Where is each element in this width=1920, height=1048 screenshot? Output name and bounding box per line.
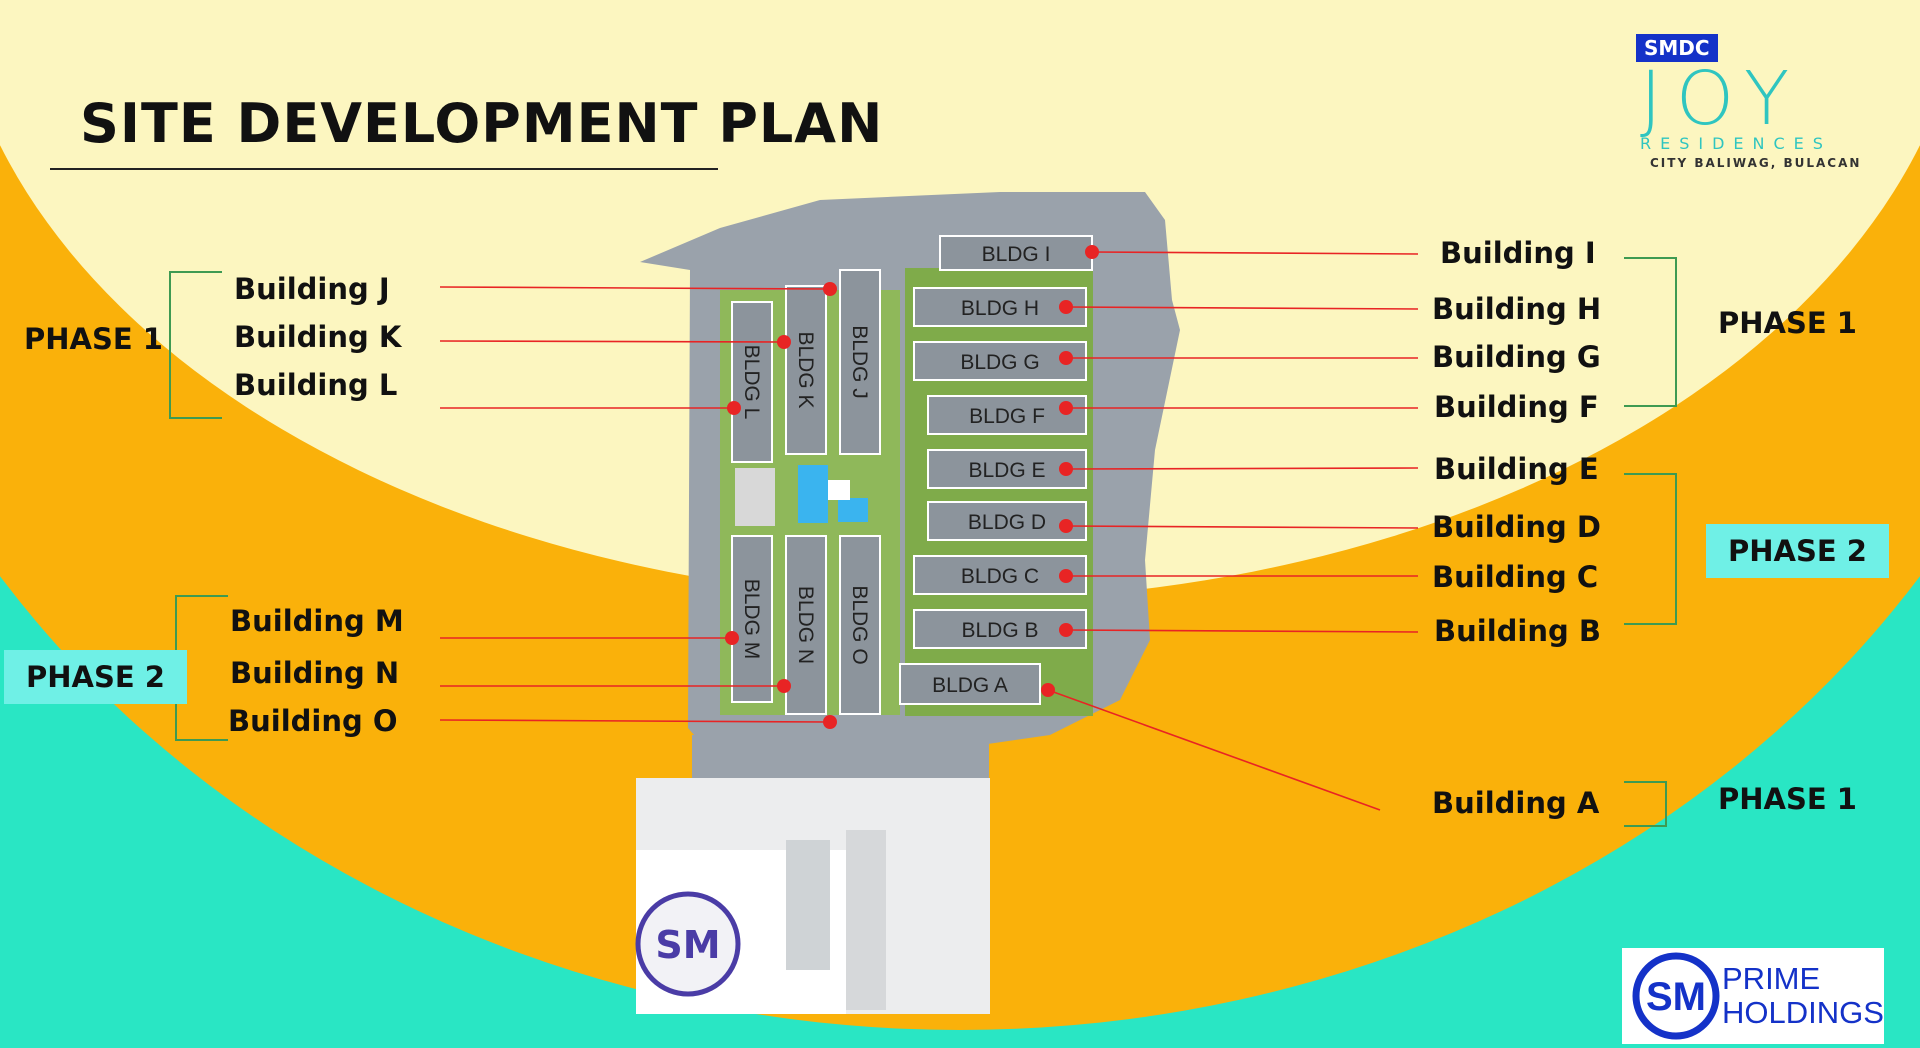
leader-dot-12 bbox=[1059, 569, 1073, 583]
label-building-e: Building E bbox=[1434, 452, 1599, 486]
leader-dot-1 bbox=[777, 335, 791, 349]
map-building-j: BLDG J bbox=[839, 269, 881, 455]
label-building-o: Building O bbox=[228, 704, 398, 738]
label-building-l: Building L bbox=[234, 368, 398, 402]
map-building-label: BLDG G bbox=[960, 351, 1039, 374]
map-building-f: BLDG F bbox=[927, 395, 1087, 435]
leader-lines bbox=[439, 245, 1419, 811]
phase-right-mid: PHASE 2 bbox=[1706, 524, 1889, 578]
leader-dot-4 bbox=[777, 679, 791, 693]
mall-logo-text: SM bbox=[655, 923, 720, 967]
title-underline bbox=[50, 168, 718, 170]
leader-dot-9 bbox=[1059, 401, 1073, 415]
map-building-label: BLDG N bbox=[794, 586, 817, 664]
map-building-label: BLDG D bbox=[968, 511, 1046, 534]
map-building-label: BLDG B bbox=[961, 619, 1038, 642]
leader-dot-3 bbox=[725, 631, 739, 645]
label-building-n: Building N bbox=[230, 656, 400, 690]
map-building-label: BLDG H bbox=[961, 297, 1039, 320]
label-building-i: Building I bbox=[1440, 236, 1596, 270]
map-building-label: BLDG A bbox=[932, 674, 1008, 697]
leader-dot-7 bbox=[1059, 300, 1073, 314]
sm-mark-text: SM bbox=[1646, 975, 1706, 1019]
label-building-f: Building F bbox=[1434, 390, 1599, 424]
label-building-c: Building C bbox=[1432, 560, 1599, 594]
map-building-b: BLDG B bbox=[913, 609, 1087, 649]
map-building-k: BLDG K bbox=[785, 285, 827, 455]
label-building-a: Building A bbox=[1432, 786, 1600, 820]
sm-prime-line1: PRIME bbox=[1722, 961, 1821, 996]
map-building-label: BLDG L bbox=[740, 345, 763, 420]
map-building-o: BLDG O bbox=[839, 535, 881, 715]
joy-logo: JOY bbox=[1640, 56, 1804, 142]
map-building-label: BLDG C bbox=[961, 565, 1039, 588]
sm-prime-logo-card: SM bbox=[1622, 948, 1884, 1044]
leader-dot-10 bbox=[1059, 462, 1073, 476]
phase-left-top: PHASE 1 bbox=[24, 322, 163, 356]
label-building-j: Building J bbox=[234, 272, 390, 306]
logo-residences: RESIDENCES bbox=[1640, 134, 1832, 153]
leader-line-6 bbox=[1091, 251, 1419, 255]
phase-left-bottom: PHASE 2 bbox=[4, 650, 187, 704]
map-building-label: BLDG F bbox=[969, 405, 1045, 428]
map-building-g: BLDG G bbox=[913, 341, 1087, 381]
map-building-label: BLDG I bbox=[982, 243, 1051, 266]
map-building-label: BLDG J bbox=[848, 325, 871, 399]
leader-line-11 bbox=[1065, 525, 1419, 529]
map-building-c: BLDG C bbox=[913, 555, 1087, 595]
leader-dot-5 bbox=[823, 715, 837, 729]
leader-line-0 bbox=[439, 286, 831, 290]
label-building-k: Building K bbox=[234, 320, 402, 354]
leader-dot-11 bbox=[1059, 519, 1073, 533]
leader-dot-14 bbox=[1041, 683, 1055, 697]
map-building-m: BLDG M bbox=[731, 535, 773, 703]
sm-prime-text: PRIME HOLDINGS bbox=[1722, 962, 1884, 1030]
page-title: SITE DEVELOPMENT PLAN bbox=[80, 92, 884, 155]
logo-location: CITY BALIWAG, BULACAN bbox=[1650, 156, 1862, 170]
map-building-label: BLDG M bbox=[740, 579, 763, 660]
leader-dot-0 bbox=[823, 282, 837, 296]
label-building-d: Building D bbox=[1432, 510, 1601, 544]
leader-line-14 bbox=[1047, 689, 1381, 811]
label-building-h: Building H bbox=[1432, 292, 1602, 326]
map-building-label: BLDG E bbox=[968, 459, 1045, 482]
leader-line-1 bbox=[439, 340, 785, 343]
bracket-right-phase2 bbox=[1624, 473, 1677, 625]
map-building-h: BLDG H bbox=[913, 287, 1087, 327]
leader-line-10 bbox=[1065, 467, 1419, 470]
map-building-i: BLDG I bbox=[939, 235, 1093, 271]
phase-right-bottom: PHASE 1 bbox=[1718, 782, 1857, 816]
bracket-right-phase1-bottom bbox=[1624, 781, 1667, 827]
sm-mark-icon: SM bbox=[1632, 952, 1720, 1040]
leader-line-7 bbox=[1065, 306, 1419, 310]
bracket-right-phase1 bbox=[1624, 257, 1677, 407]
map-building-label: BLDG O bbox=[848, 585, 871, 664]
label-building-b: Building B bbox=[1434, 614, 1601, 648]
phase-right-top: PHASE 1 bbox=[1718, 306, 1857, 340]
leader-line-5 bbox=[439, 719, 831, 723]
map-building-d: BLDG D bbox=[927, 501, 1087, 541]
map-building-label: BLDG K bbox=[794, 331, 817, 408]
map-building-n: BLDG N bbox=[785, 535, 827, 715]
leader-dot-6 bbox=[1085, 245, 1099, 259]
smdc-logo: SMDC bbox=[1636, 34, 1718, 62]
map-building-a: BLDG A bbox=[899, 663, 1041, 705]
sm-prime-line2: HOLDINGS bbox=[1722, 995, 1884, 1030]
bracket-left-phase1 bbox=[169, 271, 222, 419]
leader-dot-13 bbox=[1059, 623, 1073, 637]
map-building-l: BLDG L bbox=[731, 301, 773, 463]
vertical-buildings: BLDG L BLDG K BLDG J BLDG M BLDG N BLDG O bbox=[731, 269, 881, 715]
leader-dot-2 bbox=[727, 401, 741, 415]
leader-line-13 bbox=[1065, 629, 1419, 633]
leader-dot-8 bbox=[1059, 351, 1073, 365]
label-building-m: Building M bbox=[230, 604, 404, 638]
label-building-g: Building G bbox=[1432, 340, 1601, 374]
